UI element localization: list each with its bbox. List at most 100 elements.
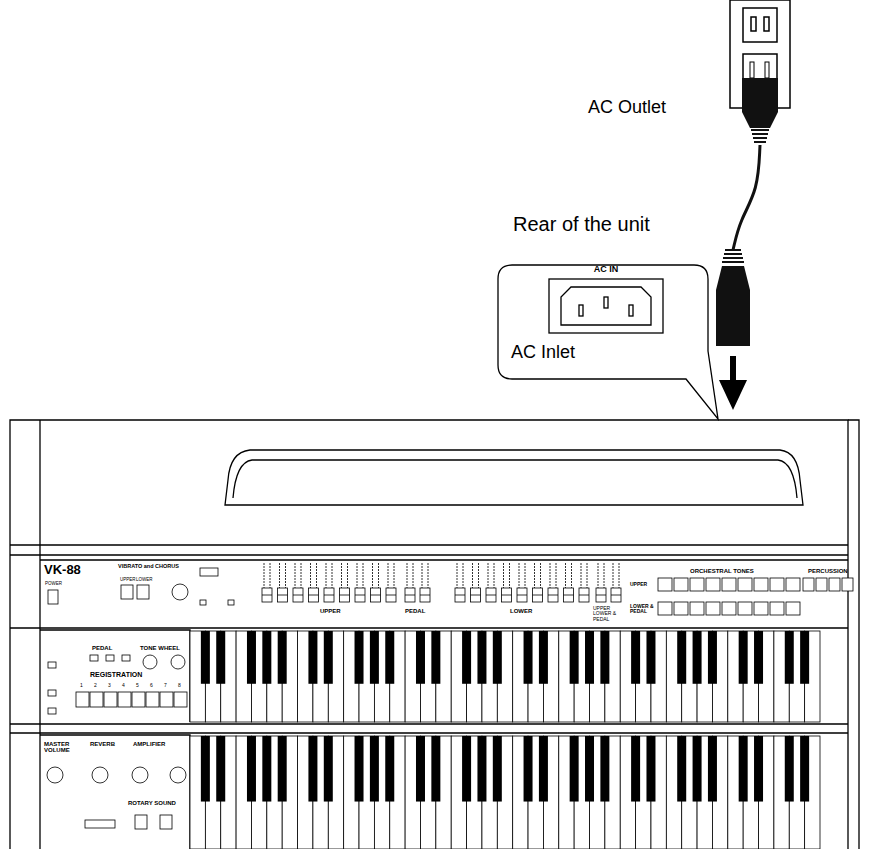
drawbars-part bbox=[264, 563, 270, 588]
music-rest bbox=[225, 450, 803, 505]
drawbars bbox=[262, 563, 396, 602]
outline-part bbox=[498, 265, 718, 419]
lower-black-keys-part bbox=[785, 736, 794, 802]
organ-outline-part bbox=[10, 545, 848, 733]
buttons-part bbox=[674, 578, 688, 591]
callout-text: Rear of the unit bbox=[513, 213, 650, 235]
lower-black-keys-part bbox=[308, 736, 317, 802]
upper-black-keys-part bbox=[646, 631, 655, 684]
panel-label: 8 bbox=[178, 683, 181, 688]
panel-label: 1 bbox=[80, 683, 83, 688]
drawbars-part bbox=[455, 588, 465, 602]
drawbars-part bbox=[596, 588, 606, 602]
lower-black-keys-part bbox=[262, 736, 271, 802]
upper-black-keys-part bbox=[585, 631, 594, 684]
drawbars-part bbox=[581, 563, 587, 588]
upper-black-keys-part bbox=[308, 631, 317, 684]
drawbars-part bbox=[293, 588, 303, 602]
control-panel-part bbox=[135, 815, 147, 829]
control-panel-part bbox=[137, 585, 149, 599]
drawbars-part bbox=[422, 563, 428, 588]
lower-white-keys bbox=[190, 736, 820, 849]
drawbars-part bbox=[566, 563, 572, 588]
panel-label: TONE WHEEL bbox=[140, 645, 180, 651]
upper-black-keys-part bbox=[462, 631, 471, 684]
control-panel-part bbox=[200, 568, 218, 576]
upper-black-keys-part bbox=[708, 631, 717, 684]
control-panel-part bbox=[122, 655, 130, 661]
lower-black-keys-part bbox=[739, 736, 748, 802]
control-panel-part bbox=[106, 655, 114, 661]
lower-black-keys-part bbox=[462, 736, 471, 802]
upper-black-keys-part bbox=[477, 631, 486, 684]
upper-black-keys-part bbox=[524, 631, 533, 684]
upper-black-keys-part bbox=[754, 631, 763, 684]
panel-label: LOWER bbox=[510, 608, 532, 614]
control-panel-part bbox=[160, 815, 172, 829]
lower-black-keys-part bbox=[477, 736, 486, 802]
drawbars bbox=[455, 563, 589, 602]
panel-label: AMPLIFIER bbox=[133, 741, 165, 747]
panel-label: VIBRATO and CHORUS bbox=[118, 564, 179, 570]
power-cord-connector-part bbox=[716, 266, 750, 346]
drawbars-part bbox=[471, 595, 481, 596]
lower-black-keys bbox=[201, 736, 809, 802]
drawbars-part bbox=[262, 595, 272, 596]
buttons-part bbox=[770, 578, 784, 591]
drawbars-part bbox=[420, 588, 430, 602]
power-plug-part bbox=[742, 78, 778, 128]
lower-black-keys-part bbox=[585, 736, 594, 802]
lower-black-keys-part bbox=[431, 736, 440, 802]
buttons-part bbox=[706, 602, 720, 615]
drawbars-part bbox=[357, 563, 363, 588]
buttons-part bbox=[160, 692, 173, 707]
drawbars-part bbox=[309, 595, 319, 596]
organ-outline-part bbox=[848, 420, 859, 849]
buttons-part bbox=[816, 578, 827, 591]
lower-black-keys-part bbox=[416, 736, 425, 802]
panel-label: 6 bbox=[150, 683, 153, 688]
organ-outline-part bbox=[39, 420, 40, 849]
drawbars-part bbox=[596, 595, 606, 596]
upper-black-keys-part bbox=[539, 631, 548, 684]
drawbars-part bbox=[340, 595, 350, 596]
drawbars-part bbox=[504, 563, 510, 588]
panel-label: UPPER bbox=[120, 578, 136, 583]
drawbars-part bbox=[457, 563, 463, 588]
organ-outline-part bbox=[10, 420, 848, 849]
upper-black-keys-part bbox=[431, 631, 440, 684]
organ-outline-part bbox=[40, 560, 848, 849]
drawbars-part bbox=[324, 595, 334, 596]
power-cord-connector bbox=[716, 250, 750, 410]
buttons-part bbox=[738, 578, 752, 591]
power-plug-part bbox=[751, 130, 769, 142]
drawbars-part bbox=[324, 588, 334, 602]
drawbars-part bbox=[280, 563, 286, 588]
upper-black-keys-part bbox=[370, 631, 379, 684]
panel-label: 4 bbox=[122, 683, 125, 688]
upper-black-keys-part bbox=[570, 631, 579, 684]
power-plug-part bbox=[750, 62, 754, 78]
drawbars-part bbox=[405, 588, 415, 602]
drawbars-part bbox=[548, 595, 558, 596]
drawbars-part bbox=[564, 588, 574, 602]
control-panel-part bbox=[92, 767, 108, 783]
control-panel-part bbox=[85, 820, 115, 828]
lower-black-keys-part bbox=[631, 736, 640, 802]
panel-label: REVERB bbox=[90, 741, 115, 747]
drawbars-part bbox=[471, 588, 481, 602]
drawbars-part bbox=[579, 595, 589, 596]
buttons-part bbox=[803, 578, 814, 591]
drawbars-part bbox=[486, 595, 496, 596]
power-cord-connector-part bbox=[722, 250, 744, 262]
power-cord-connector-part bbox=[719, 380, 747, 410]
drawbars-part bbox=[295, 563, 301, 588]
drawbars-part bbox=[517, 588, 527, 602]
lower-black-keys-part bbox=[800, 736, 809, 802]
buttons bbox=[76, 692, 187, 707]
drawbars-part bbox=[486, 588, 496, 602]
lower-black-keys-part bbox=[355, 736, 364, 802]
organ-outline bbox=[10, 420, 859, 849]
lower-black-keys-part bbox=[754, 736, 763, 802]
lower-black-keys-part bbox=[493, 736, 502, 802]
